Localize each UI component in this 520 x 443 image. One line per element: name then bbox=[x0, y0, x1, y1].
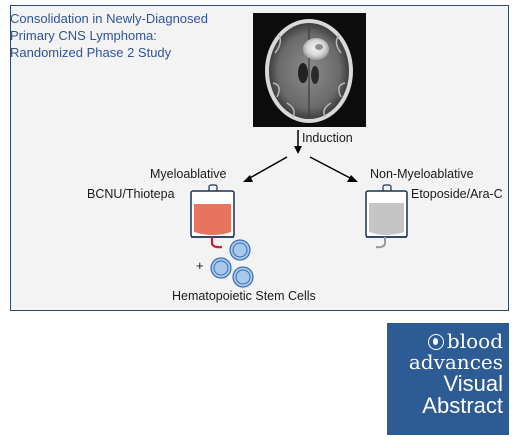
logo-line-1: blood bbox=[446, 329, 503, 353]
induction-arrow bbox=[294, 130, 302, 154]
stem-cell-icon bbox=[232, 266, 254, 288]
arrow-to-non-myeloablative bbox=[309, 156, 358, 182]
blood-drop-icon bbox=[427, 334, 444, 350]
brain-mri-image bbox=[253, 13, 366, 127]
title-line-1: Consolidation in Newly-Diagnosed bbox=[10, 11, 208, 26]
logo-line-3: Visual bbox=[443, 371, 503, 396]
plus-sign: + bbox=[196, 258, 204, 273]
stem-cell-icon bbox=[229, 239, 251, 261]
arrow-to-myeloablative bbox=[243, 156, 288, 182]
induction-label: Induction bbox=[302, 131, 353, 145]
bcnu-thiotepa-label: BCNU/Thiotepa bbox=[87, 187, 175, 201]
title-line-3: Randomized Phase 2 Study bbox=[10, 45, 172, 60]
stem-cell-icon bbox=[210, 257, 232, 279]
myeloablative-bag-icon bbox=[190, 184, 235, 249]
non-myeloablative-label: Non-Myeloablative bbox=[370, 167, 474, 181]
stem-cells-label: Hematopoietic Stem Cells bbox=[172, 289, 316, 303]
myeloablative-label: Myeloablative bbox=[150, 167, 227, 181]
study-title: Consolidation in Newly-Diagnosed Primary… bbox=[10, 10, 230, 61]
blood-advances-logo: blood advances Visual Abstract bbox=[387, 323, 509, 435]
logo-line-2: advances bbox=[408, 350, 503, 374]
non-myeloablative-bag-icon bbox=[365, 184, 408, 249]
logo-line-4: Abstract bbox=[422, 393, 503, 418]
title-line-2: Primary CNS Lymphoma: bbox=[10, 28, 157, 43]
etoposide-ara-c-label: Etoposide/Ara-C bbox=[411, 187, 503, 201]
